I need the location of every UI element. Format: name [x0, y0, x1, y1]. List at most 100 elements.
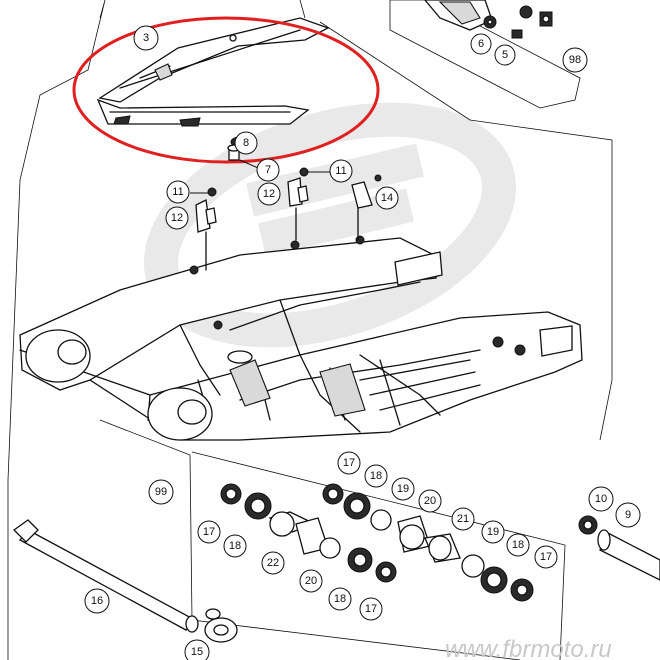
callout-17: 17 [534, 545, 558, 569]
callout-17: 17 [359, 597, 383, 621]
clip-item-14 [351, 174, 382, 241]
callout-99: 99 [148, 479, 174, 505]
axle-nut [204, 608, 238, 643]
callout-circle [337, 451, 361, 475]
callout-circle [534, 545, 558, 569]
callout-17: 17 [197, 520, 221, 544]
sleeve-item-9 [597, 529, 660, 581]
swingarm-axle [12, 519, 199, 633]
callout-number: 14 [381, 192, 393, 204]
callout-number: 5 [502, 49, 508, 61]
callout-5: 5 [494, 44, 516, 66]
callout-number: 12 [263, 188, 275, 200]
callout-circle [223, 534, 247, 558]
callout-22: 22 [261, 551, 285, 575]
callout-number: 18 [370, 470, 382, 482]
callout-circle [481, 520, 505, 544]
callout-number: 17 [365, 603, 377, 615]
callout-number: 22 [267, 557, 279, 569]
callout-12: 12 [165, 206, 189, 230]
callout-number: 9 [625, 509, 631, 521]
callout-number: 17 [343, 457, 355, 469]
callout-circle [418, 489, 442, 513]
callout-19: 19 [481, 520, 505, 544]
callout-circle [451, 507, 475, 531]
callout-number: 17 [540, 551, 552, 563]
callout-circle [148, 479, 174, 505]
callout-11: 11 [329, 159, 353, 183]
callout-circle [257, 182, 281, 206]
callout-9: 9 [615, 502, 641, 528]
callout-circle [133, 25, 159, 51]
callout-number: 3 [143, 32, 149, 44]
callout-21: 21 [451, 507, 475, 531]
callout-circle [375, 186, 399, 210]
callout-number: 19 [397, 483, 409, 495]
callouts: 3 8 7 11 12 11 12 14 6 5 98 17 18 99 19 20 21 17 18 22 19 18 1… [84, 25, 641, 660]
callout-3: 3 [133, 25, 159, 51]
callout-6: 6 [470, 33, 492, 55]
callout-16: 16 [84, 588, 110, 614]
bearing-set [220, 483, 534, 602]
callout-number: 7 [265, 164, 271, 176]
callout-circle [470, 33, 492, 55]
callout-circle [329, 159, 353, 183]
callout-number: 17 [203, 526, 215, 538]
callout-20: 20 [299, 569, 323, 593]
callout-number: 12 [171, 212, 183, 224]
callout-circle [84, 588, 110, 614]
callout-18: 18 [364, 464, 388, 488]
callout-18: 18 [328, 587, 352, 611]
callout-number: 19 [487, 526, 499, 538]
callout-number: 11 [335, 165, 346, 177]
callout-circle [261, 551, 285, 575]
callout-20: 20 [418, 489, 442, 513]
callout-number: 20 [424, 495, 436, 507]
callout-number: 99 [155, 486, 167, 498]
callout-18: 18 [506, 533, 530, 557]
callout-18: 18 [223, 534, 247, 558]
callout-19: 19 [391, 477, 415, 501]
chain-guide-upper [98, 17, 330, 103]
watermark-text: www.fbrmoto.ru [445, 636, 612, 660]
callout-circle [359, 597, 383, 621]
callout-98: 98 [562, 47, 588, 73]
callout-number: 8 [243, 137, 249, 149]
callout-circle [588, 486, 614, 512]
highlight-ellipse [72, 16, 380, 164]
callout-number: 10 [595, 493, 607, 505]
chain-roller-assembly [424, 0, 553, 39]
callout-8: 8 [234, 131, 258, 155]
bushing-item-10 [578, 515, 598, 535]
callout-circle [256, 158, 280, 182]
clip-left [190, 187, 217, 233]
callout-circle [184, 639, 210, 660]
callout-11: 11 [166, 180, 190, 204]
callout-number: 18 [512, 539, 524, 551]
callout-number: 21 [457, 513, 469, 525]
callout-number: 18 [229, 540, 241, 552]
callout-circle [615, 502, 641, 528]
callout-10: 10 [588, 486, 614, 512]
callout-7: 7 [256, 158, 280, 182]
callout-circle [364, 464, 388, 488]
callout-number: 18 [334, 593, 346, 605]
callout-17: 17 [337, 451, 361, 475]
callout-number: 11 [172, 186, 183, 198]
clip-right [287, 167, 330, 241]
callout-number: 6 [478, 38, 484, 50]
callout-circle [166, 180, 190, 204]
callout-14: 14 [375, 186, 399, 210]
callout-12: 12 [257, 182, 281, 206]
callout-number: 16 [91, 595, 103, 607]
callout-circle [197, 520, 221, 544]
callout-circle [328, 587, 352, 611]
callout-circle [562, 47, 588, 73]
callout-number: 15 [191, 646, 203, 658]
callout-circle [494, 44, 516, 66]
callout-15: 15 [184, 639, 210, 660]
callout-number: 20 [305, 575, 317, 587]
callout-number: 98 [569, 54, 581, 66]
